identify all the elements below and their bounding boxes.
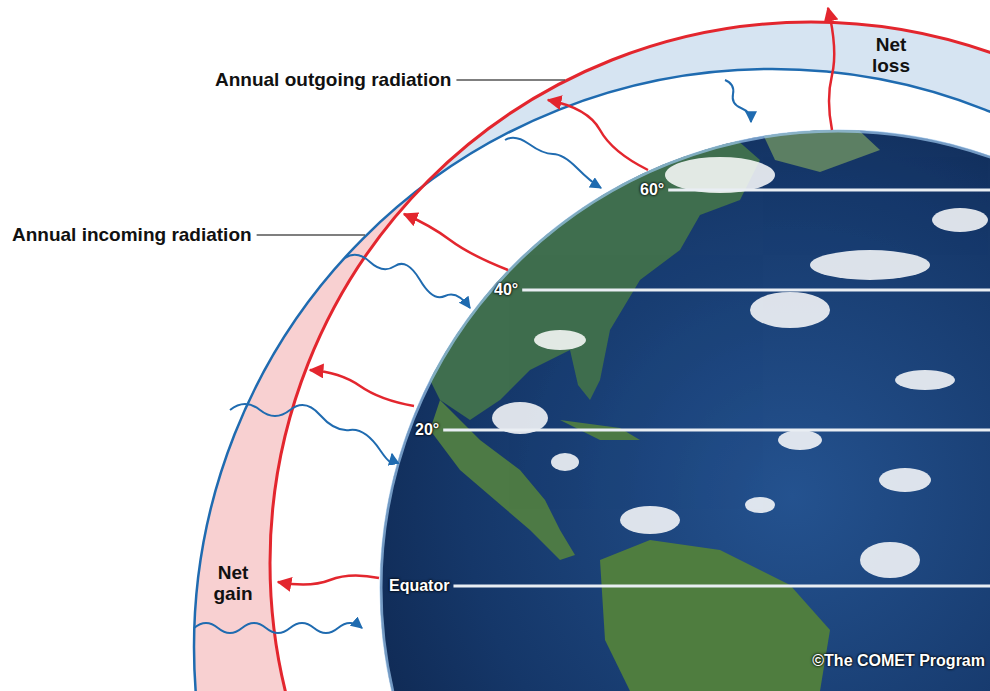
net-gain-band [194, 69, 990, 691]
incoming-arrows [194, 80, 751, 633]
leader-line [456, 79, 565, 81]
outgoing-arrow [828, 8, 834, 130]
latitude-lines [443, 190, 990, 586]
latitude-label: 60° [640, 181, 664, 199]
incoming-arrow [194, 623, 362, 633]
outgoing-arrow [278, 575, 379, 584]
northern-land [760, 122, 880, 172]
latitude-line [522, 289, 990, 292]
incoming-arrow [505, 138, 601, 188]
band-label: Net gain [206, 562, 260, 604]
latitude-line [443, 429, 990, 432]
outgoing-arrows [278, 8, 834, 585]
north-america [420, 110, 760, 420]
earth [380, 110, 990, 691]
clouds [620, 506, 680, 534]
callout-label: Annual incoming radiation [12, 224, 252, 246]
leader-line [257, 234, 365, 236]
earth-surface [420, 110, 988, 691]
clouds [879, 468, 931, 492]
clouds [778, 430, 822, 450]
central-america [430, 400, 575, 560]
south-america [600, 540, 830, 691]
watermark: ©The COMET Program [812, 652, 985, 670]
latitude-line [453, 585, 990, 588]
clouds [534, 330, 586, 350]
clouds [810, 250, 930, 280]
incoming-arrow [230, 404, 393, 462]
band-label: Net loss [865, 34, 917, 76]
outgoing-arrow [310, 370, 414, 406]
latitude-line [668, 189, 990, 192]
clouds [860, 542, 920, 578]
outgoing-arrow [404, 214, 508, 270]
incoming-arrow [725, 80, 751, 122]
latitude-label: Equator [389, 577, 449, 595]
incoming-arrow [345, 255, 470, 308]
clouds [750, 292, 830, 328]
outgoing-curve [270, 22, 990, 691]
latitude-label: 40° [494, 281, 518, 299]
callout-label: Annual outgoing radiation [215, 69, 451, 91]
clouds [551, 453, 579, 471]
clouds [932, 208, 988, 232]
clouds [665, 157, 775, 193]
band-ground [194, 69, 990, 691]
clouds [745, 497, 775, 513]
incoming-curve [194, 69, 990, 691]
atmosphere-rim [381, 131, 990, 691]
clouds [895, 370, 955, 390]
latitude-label: 20° [415, 421, 439, 439]
outgoing-arrow [548, 100, 648, 170]
